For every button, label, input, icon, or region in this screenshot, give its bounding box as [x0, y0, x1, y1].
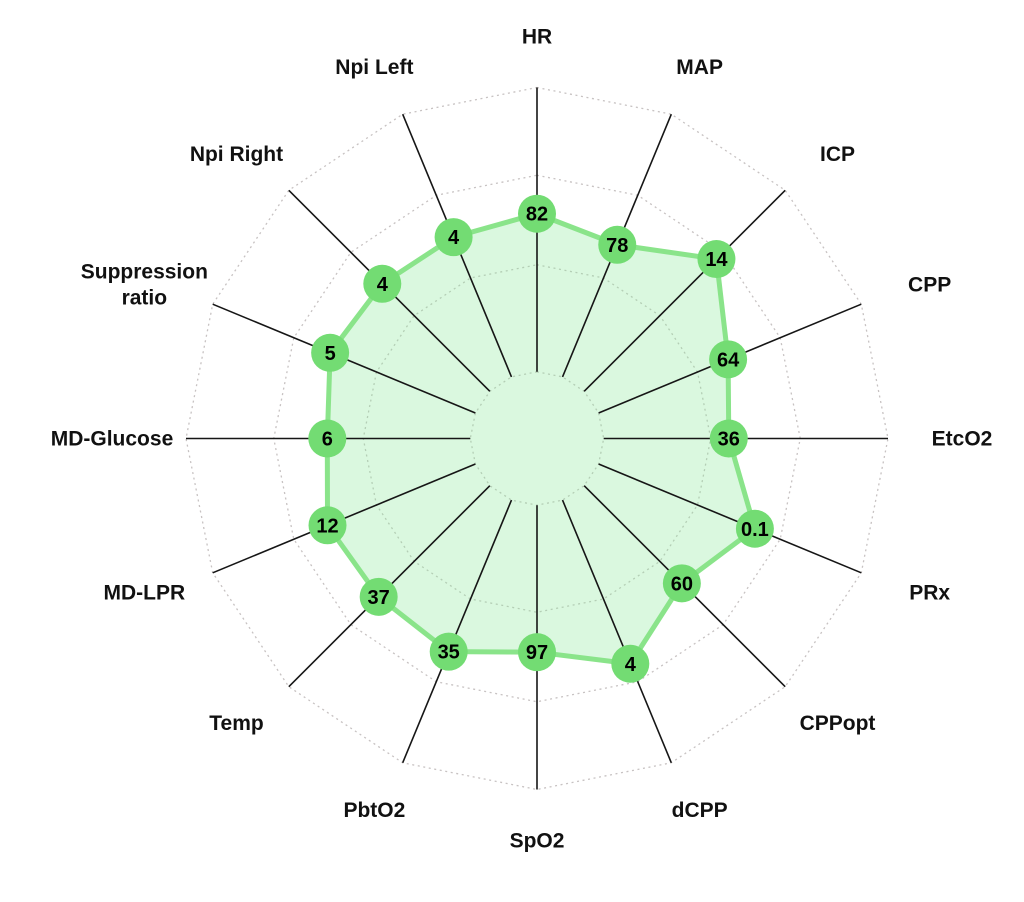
axis-spoke-icp [583, 189, 786, 392]
axis-label-map: MAP [676, 56, 723, 79]
data-point-value: 36 [718, 429, 740, 451]
axis-label-etco2: EtcO2 [932, 428, 993, 451]
data-point-value: 64 [717, 349, 740, 371]
axis-label-temp: Temp [209, 712, 263, 735]
data-point-marker[interactable] [611, 644, 650, 683]
data-point-marker[interactable] [363, 264, 402, 303]
data-point-md-lpr[interactable]: 12 [308, 506, 347, 545]
axis-label-md-glucose: MD-Glucose [51, 428, 174, 451]
grid-ring-3 [185, 86, 889, 791]
data-point-prx[interactable]: 0.1 [735, 509, 774, 548]
data-point-marker[interactable] [598, 225, 637, 264]
axis-label-prx: PRx [909, 581, 950, 604]
axis-label-npi-left: Npi Left [335, 56, 413, 79]
axis-label-md-lpr: MD-LPR [104, 581, 186, 604]
data-point-dcpp[interactable]: 4 [611, 644, 650, 683]
data-point-value: 60 [671, 573, 693, 595]
data-point-value: 4 [625, 654, 637, 676]
data-point-icp[interactable]: 14 [697, 240, 736, 279]
axis-label-cppopt: CPPopt [800, 712, 876, 735]
axis-spoke-pbto2 [401, 499, 513, 764]
data-point-map[interactable]: 78 [598, 225, 637, 264]
data-point-value: 12 [316, 515, 338, 537]
data-point-value: 0.1 [741, 519, 769, 541]
data-point-npi-right[interactable]: 4 [363, 264, 402, 303]
data-point-etco2[interactable]: 36 [709, 419, 748, 458]
data-point-marker[interactable] [434, 218, 473, 257]
data-point-marker[interactable] [308, 419, 347, 458]
data-point-cpp[interactable]: 64 [709, 340, 748, 379]
data-point-pbto2[interactable]: 35 [429, 632, 468, 671]
data-point-temp[interactable]: 37 [359, 577, 398, 616]
data-point-marker[interactable] [697, 240, 736, 279]
data-point-value: 4 [448, 227, 460, 249]
data-point-marker[interactable] [518, 194, 556, 233]
data-area-fill [327, 213, 755, 664]
data-point-value: 6 [322, 429, 333, 451]
data-point-md-glucose[interactable]: 6 [308, 419, 347, 458]
axis-spoke-dcpp [561, 499, 673, 764]
axis-label-pbto2: PbtO2 [343, 799, 405, 822]
data-point-marker[interactable] [709, 419, 748, 458]
axis-label-npi-right: Npi Right [190, 143, 283, 166]
axis-spoke-prx [598, 463, 862, 574]
data-point-marker[interactable] [311, 333, 350, 372]
data-point-marker[interactable] [518, 633, 556, 672]
axis-label-dcpp: dCPP [672, 799, 728, 822]
data-point-npi-left[interactable]: 4 [434, 218, 473, 257]
axis-label-hr: HR [522, 26, 552, 49]
data-point-value: 78 [606, 235, 628, 257]
data-point-hr[interactable]: 82 [518, 194, 556, 233]
axis-label-cpp: CPP [908, 274, 951, 297]
data-point-suppression-ratio[interactable]: 5 [311, 333, 350, 372]
data-point-spo2[interactable]: 97 [518, 633, 556, 672]
axis-label-spo2: SpO2 [510, 830, 565, 853]
axis-label-icp: ICP [820, 143, 855, 166]
data-point-value: 37 [368, 587, 390, 609]
data-point-value: 97 [526, 642, 548, 664]
data-point-marker[interactable] [735, 509, 774, 548]
data-point-value: 35 [438, 642, 460, 664]
data-point-marker[interactable] [359, 577, 398, 616]
data-point-marker[interactable] [308, 506, 347, 545]
data-point-marker[interactable] [709, 340, 748, 379]
grid-ring-1 [362, 264, 712, 613]
data-point-marker[interactable] [429, 632, 468, 671]
data-point-value: 5 [325, 343, 336, 365]
data-point-cppopt[interactable]: 60 [662, 564, 701, 603]
data-point-marker[interactable] [662, 564, 701, 603]
data-point-value: 82 [526, 204, 548, 226]
data-point-value: 4 [377, 274, 389, 296]
data-point-value: 14 [705, 249, 728, 271]
